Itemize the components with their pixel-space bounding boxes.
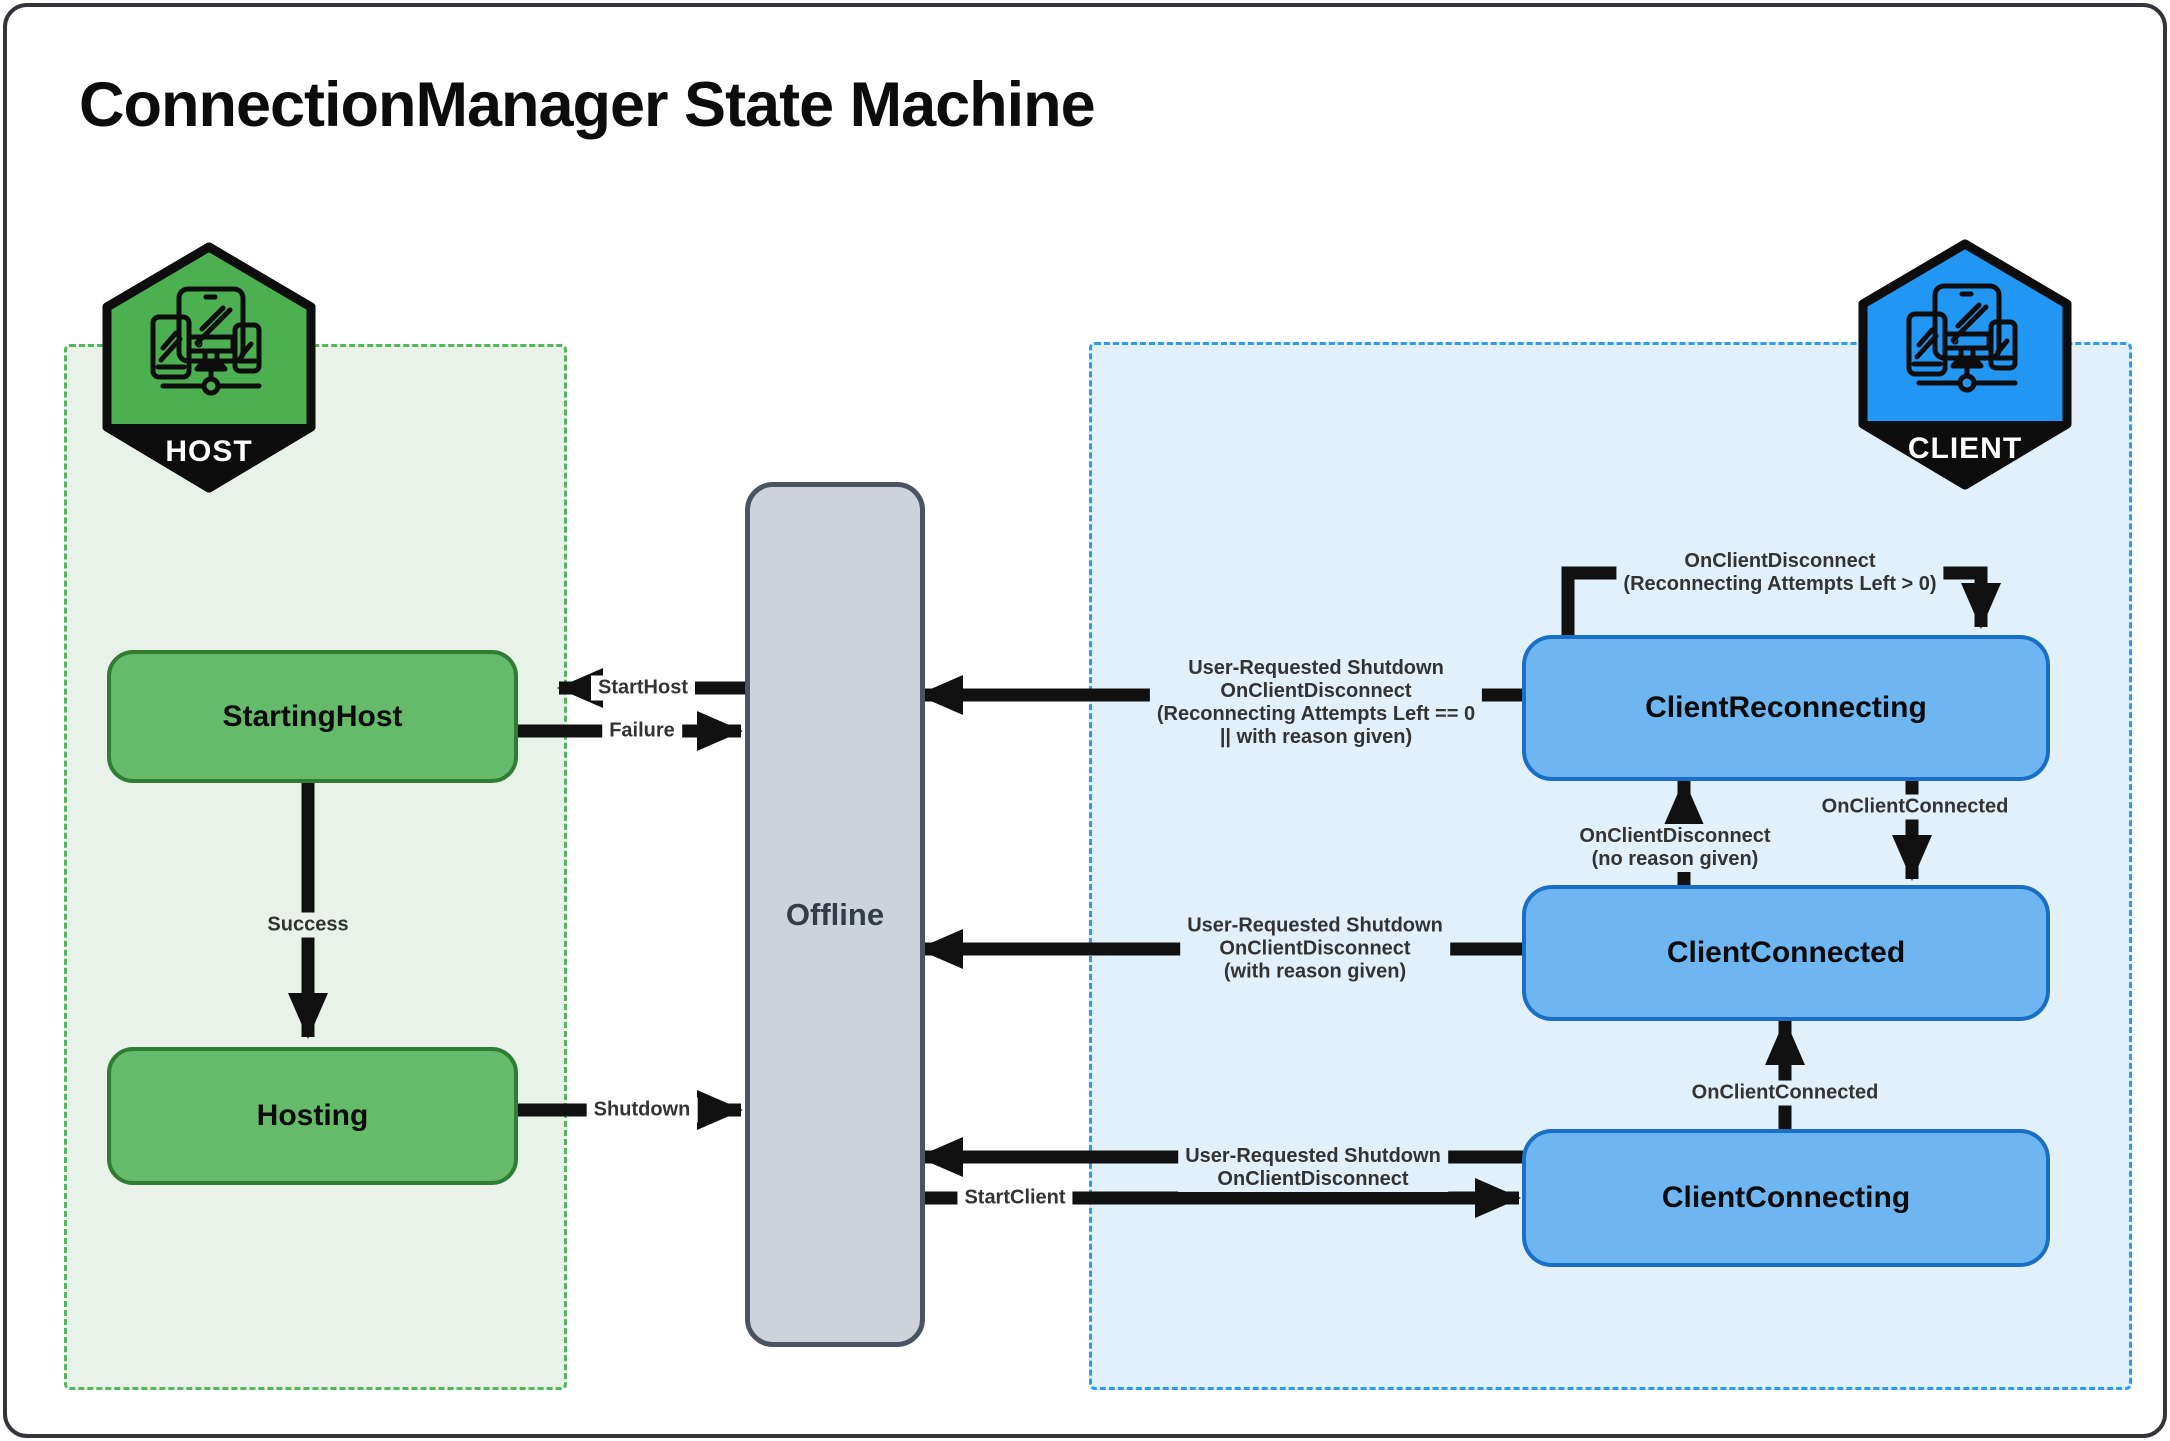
state-label: ClientConnecting: [1661, 1181, 1911, 1214]
edge-label-start-host: StartHost: [590, 675, 696, 701]
state-label: Offline: [785, 896, 885, 932]
client-badge: CLIENT: [1855, 238, 2075, 496]
client-badge-hexagon: CLIENT: [1858, 239, 2072, 490]
arrow-self-loop-left: [1561, 566, 1634, 637]
edge-label-failure: Failure: [602, 718, 682, 744]
state-label: ClientConnected: [1666, 936, 1906, 969]
state-label: StartingHost: [222, 699, 403, 733]
state-hosting: Hosting: [107, 1047, 518, 1185]
page-title: ConnectionManager State Machine: [79, 70, 1096, 140]
edge-label-connecting-to-offline: User-Requested Shutdown OnClientDisconne…: [1178, 1144, 1448, 1192]
edge-label-connected-to-offline: User-Requested Shutdown OnClientDisconne…: [1180, 913, 1450, 985]
host-badge-label: HOST: [165, 435, 252, 468]
state-label: ClientReconnecting: [1645, 691, 1927, 724]
state-client-connected: ClientConnected: [1522, 885, 2050, 1021]
edge-label-success: Success: [260, 912, 356, 938]
state-offline: Offline: [745, 482, 925, 1347]
state-label: Hosting: [256, 1099, 369, 1132]
arrow-self-loop-right: [1927, 566, 2001, 629]
devices-network-icon: [1906, 283, 2018, 393]
host-badge: HOST: [99, 241, 319, 499]
edge-label-reconnect-connected: OnClientConnected: [1814, 794, 2016, 820]
client-badge-label: CLIENT: [1908, 432, 2022, 465]
edge-label-reconnecting-to-offline: User-Requested Shutdown OnClientDisconne…: [1149, 656, 1483, 750]
edge-label-connecting-connected: OnClientConnected: [1684, 1080, 1886, 1106]
host-region: [64, 344, 567, 1390]
state-client-reconnecting: ClientReconnecting: [1522, 635, 2050, 781]
edge-label-start-client: StartClient: [957, 1185, 1073, 1211]
edge-label-reconnect-self-loop: OnClientDisconnect (Reconnecting Attempt…: [1616, 549, 1944, 597]
state-client-connecting: ClientConnecting: [1522, 1129, 2050, 1267]
edge-label-disconnect-no-reason: OnClientDisconnect (no reason given): [1572, 824, 1778, 872]
edge-label-shutdown: Shutdown: [586, 1097, 698, 1123]
diagram-canvas: ConnectionManager State Machine: [3, 3, 2167, 1438]
state-starting-host: StartingHost: [107, 650, 518, 783]
host-badge-hexagon: HOST: [102, 242, 316, 493]
devices-network-icon: [150, 286, 262, 396]
